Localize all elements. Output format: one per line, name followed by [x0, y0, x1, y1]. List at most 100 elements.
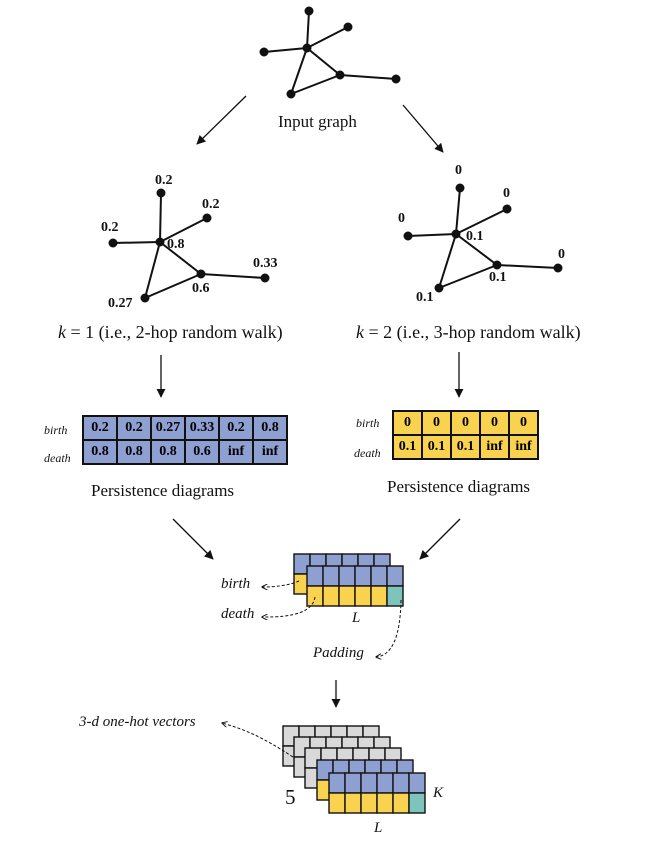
pd-cell: inf: [218, 439, 254, 465]
pd-cell: 0.6: [184, 439, 220, 465]
arrow-left-pd-to-stack: [172, 518, 214, 560]
grid-cell: [354, 565, 372, 587]
left-node-value: 0.8: [167, 237, 185, 252]
right-persistence-table: 0 0 0 0 0 0.1 0.1 0.1 inf inf: [392, 410, 539, 460]
left-node-value: 0.2: [101, 220, 119, 235]
onehot-label: 3-d one-hot vectors: [79, 714, 196, 730]
pd-cell: 0.2: [218, 415, 254, 441]
grid-cell: [392, 772, 410, 794]
grid-cell: [344, 772, 362, 794]
left-death-row-label: death: [44, 451, 71, 465]
pd-cell: 0: [479, 410, 510, 436]
grid-cell: [354, 585, 372, 607]
left-persistence-table: 0.2 0.2 0.27 0.33 0.2 0.8 0.8 0.8 0.8 0.…: [82, 415, 288, 465]
pd-cell: 0.27: [150, 415, 186, 441]
grid-cell: [408, 772, 426, 794]
right-pd-caption: Persistence diagrams: [387, 477, 531, 496]
pd-cell: 0: [392, 410, 423, 436]
grid-cell: [306, 565, 324, 587]
grid-cell: [338, 565, 356, 587]
right-node-value: 0: [398, 211, 405, 226]
left-birth-row-label: birth: [44, 423, 68, 437]
left-node-value: 0.2: [202, 197, 220, 212]
death-pointer: [262, 596, 316, 617]
pd-cell: 0.2: [116, 415, 152, 441]
input-graph-caption: Input graph: [278, 112, 357, 131]
tensor-length-label: L: [374, 820, 383, 836]
pd-cell: 0.1: [392, 434, 423, 460]
grid-cell: [370, 565, 388, 587]
grid-cell: [338, 585, 356, 607]
padding-label: Padding: [313, 645, 364, 661]
k-variable: k: [356, 322, 364, 342]
death-row: 0.1 0.1 0.1 inf inf: [392, 434, 539, 460]
pd-cell: 0.33: [184, 415, 220, 441]
stacked-diagram-block: [293, 553, 404, 607]
tensor-depth-label: 5: [285, 785, 296, 809]
grid-cell: [376, 772, 394, 794]
left-node-value: 0.2: [155, 173, 173, 188]
pd-cell: 0.8: [116, 439, 152, 465]
padding-pointer: [376, 599, 402, 657]
right-birth-row-label: birth: [356, 416, 380, 430]
birth-row: 0.2 0.2 0.27 0.33 0.2 0.8: [82, 415, 288, 441]
stack-birth-label: birth: [221, 576, 251, 592]
input-graph: [259, 6, 401, 99]
grid-cell: [322, 585, 340, 607]
tensor-stack: [282, 725, 426, 814]
left-k-caption: k = 1 (i.e., 2-hop random walk): [58, 322, 283, 343]
pd-cell: 0.8: [150, 439, 186, 465]
grid-cell: [392, 792, 410, 814]
right-node-value: 0: [558, 247, 565, 262]
right-death-row-label: death: [354, 446, 381, 460]
right-node-value: 0: [455, 163, 462, 178]
grid-cell: [322, 565, 340, 587]
left-graph: [108, 188, 270, 303]
left-pd-caption: Persistence diagrams: [91, 481, 235, 500]
right-node-value: 0.1: [489, 270, 507, 285]
tensor-k-label: K: [433, 785, 444, 801]
grid-cell: [328, 772, 346, 794]
arrow-to-left-graph: [196, 95, 247, 145]
left-node-value: 0.27: [108, 296, 133, 311]
grid-cell: [344, 792, 362, 814]
right-node-value: 0.1: [416, 290, 434, 305]
grid-cell: [360, 792, 378, 814]
stack-death-label: death: [221, 606, 255, 622]
grid-cell: [328, 792, 346, 814]
pd-cell: inf: [479, 434, 510, 460]
right-k-caption: k = 2 (i.e., 3-hop random walk): [356, 322, 581, 343]
arrow-to-right-graph: [402, 104, 444, 153]
pd-cell: inf: [508, 434, 539, 460]
right-node-value: 0.1: [466, 229, 484, 244]
pd-cell: 0: [450, 410, 481, 436]
grid-cell: [376, 792, 394, 814]
left-node-value: 0.33: [253, 256, 278, 271]
left-k-text: = 1 (i.e., 2-hop random walk): [66, 322, 283, 342]
pd-cell: 0.2: [82, 415, 118, 441]
grid-cell: [386, 565, 404, 587]
stack-length-label: L: [352, 610, 361, 626]
pd-cell: 0.8: [252, 415, 288, 441]
left-node-value: 0.6: [192, 281, 210, 296]
birth-pointer: [262, 580, 300, 587]
right-k-text: = 2 (i.e., 3-hop random walk): [364, 322, 581, 342]
grid-cell: [408, 792, 426, 814]
grid-cell: [306, 585, 324, 607]
grid-cell: [386, 585, 404, 607]
death-row: 0.8 0.8 0.8 0.6 inf inf: [82, 439, 288, 465]
k-variable: k: [58, 322, 66, 342]
pd-cell: 0.1: [421, 434, 452, 460]
pd-cell: 0: [508, 410, 539, 436]
right-node-value: 0: [503, 186, 510, 201]
birth-row: 0 0 0 0 0: [392, 410, 539, 436]
pd-cell: 0.8: [82, 439, 118, 465]
right-graph: [403, 183, 563, 293]
pd-cell: inf: [252, 439, 288, 465]
pd-cell: 0.1: [450, 434, 481, 460]
grid-cell: [360, 772, 378, 794]
arrow-right-pd-to-stack: [419, 518, 461, 560]
grid-cell: [370, 585, 388, 607]
pd-cell: 0: [421, 410, 452, 436]
